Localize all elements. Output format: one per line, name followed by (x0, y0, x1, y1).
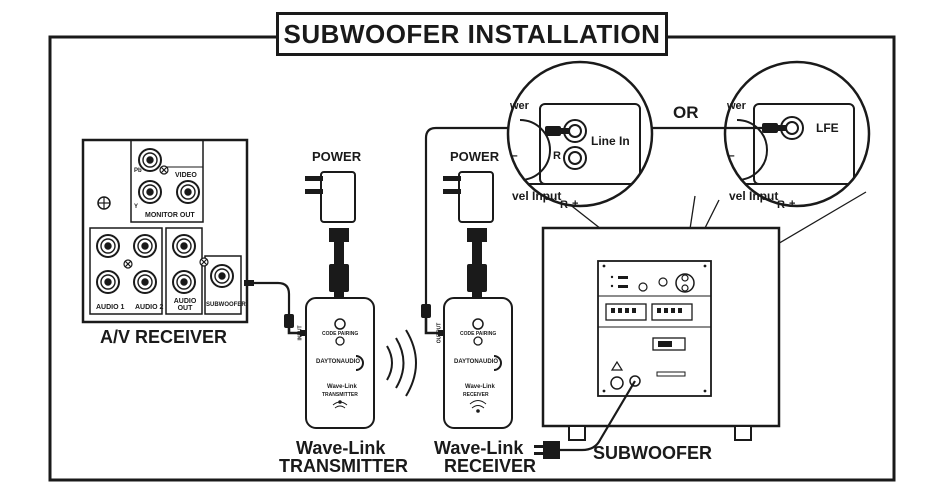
zoom-right-minus: – (728, 148, 735, 162)
knob-icon (658, 277, 668, 287)
rca-jack-icon (141, 242, 149, 250)
av-receiver-label: A/V RECEIVER (100, 327, 228, 347)
av-receiver-panel (81, 138, 249, 324)
dayton-logo-icon (355, 355, 364, 371)
power-inlet-icon (629, 375, 641, 387)
receiver-power-label: POWER (450, 149, 500, 164)
transmitter-brand: DAYTONAUDIO (316, 359, 361, 365)
audio1-label: AUDIO 1 (96, 304, 125, 311)
receiver-caption-line1: Wave-Link (434, 438, 524, 458)
rca-jack-icon (141, 278, 149, 286)
monitor-out-label: MONITOR OUT (145, 212, 195, 219)
transmitter-role: TRANSMITTER (322, 392, 358, 398)
transmitter-caption-line2: TRANSMITTER (279, 456, 408, 476)
dayton-logo-icon (493, 355, 502, 371)
rca-jack-icon (180, 242, 188, 250)
lfe-label: LFE (816, 121, 839, 135)
transmitter-pairing-label: CODE PAIRING (322, 331, 359, 337)
pairing-button-icon (472, 318, 484, 330)
wireless-signal-icon (386, 329, 417, 397)
line-in-label: Line In (591, 134, 630, 148)
warning-icon (610, 360, 624, 371)
zoom-left-plus: + (572, 198, 579, 210)
jack-label-video: VIDEO (175, 172, 197, 179)
rca-jack-icon (218, 272, 226, 280)
zoom-right-plus: + (789, 198, 796, 210)
zoom-left-level-r: R (560, 199, 568, 211)
rca-jack-icon (180, 278, 188, 286)
receiver-role: RECEIVER (463, 392, 489, 398)
receiver-pairing-label: CODE PAIRING (460, 331, 497, 337)
wave-link-transmitter-unit (305, 297, 375, 429)
transmitter-port-label: INPUT (297, 325, 304, 341)
subwoofer-label: SUBWOOFER (593, 443, 712, 463)
transmitter-power-label: POWER (312, 149, 362, 164)
zoom-right-level-r: R (777, 199, 785, 211)
subwoofer-jack-label: SUBWOOFER (206, 302, 246, 308)
rca-jack-icon (146, 188, 154, 196)
transmitter-model: Wave-Link (327, 384, 357, 390)
receiver-to-transmitter-cable (244, 280, 306, 336)
receiver-port-label: OUTPUT (436, 322, 443, 344)
receiver-power-adapter (443, 171, 494, 298)
wave-link-receiver-unit (443, 297, 513, 429)
subwoofer-power-cord (534, 380, 636, 459)
receiver-caption-line2: RECEIVER (444, 456, 537, 476)
transmitter-caption-line1: Wave-Link (296, 438, 386, 458)
page-title: SUBWOOFER INSTALLATION (276, 12, 668, 56)
subwoofer-cabinet (541, 226, 781, 441)
rca-jack-icon (104, 242, 112, 250)
receiver-model: Wave-Link (465, 384, 495, 390)
zoom-right-top-label: wer (727, 100, 746, 112)
jack-label-pb: Pb (134, 168, 142, 174)
zoom-left-r-label: R (553, 150, 561, 162)
zoom-right-level-label: vel Input (729, 189, 779, 203)
wifi-icon (469, 400, 487, 409)
receiver-to-subwoofer-cable (421, 126, 545, 336)
audio-out-label: AUDIO OUT (173, 298, 197, 312)
or-label: OR (673, 103, 699, 122)
rca-jack-icon (104, 278, 112, 286)
rca-jack-icon (184, 188, 192, 196)
audio2-label: AUDIO 2 (135, 304, 164, 311)
zoom-left-top-label: wer (510, 100, 529, 112)
rca-jacks (96, 148, 234, 294)
zoom-left-minus: – (511, 148, 518, 162)
knob-icon (638, 282, 648, 292)
pairing-button-icon (334, 318, 346, 330)
rca-jack-icon (146, 156, 154, 164)
transmitter-power-adapter (305, 171, 356, 298)
zoom-left-level-label: vel Input (512, 189, 562, 203)
jack-label-y: Y (134, 204, 139, 210)
wifi-icon (332, 401, 348, 409)
receiver-brand: DAYTONAUDIO (454, 359, 499, 365)
amp-plate (597, 260, 712, 397)
